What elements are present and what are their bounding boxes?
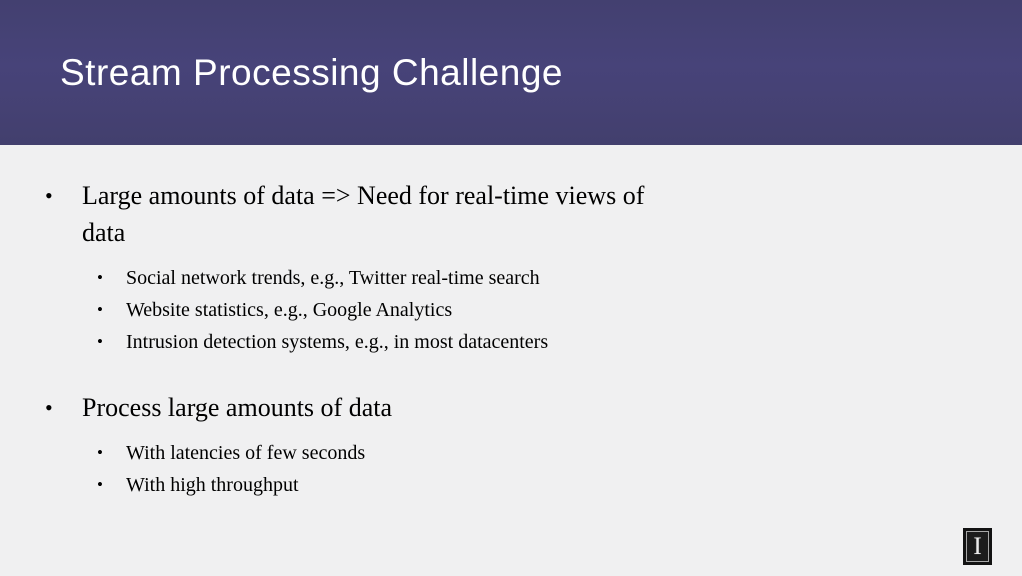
- sub-bullet-item: • Website statistics, e.g., Google Analy…: [0, 294, 1022, 326]
- sub-bullet-text: Website statistics, e.g., Google Analyti…: [126, 299, 453, 321]
- sub-bullet-text: Intrusion detection systems, e.g., in mo…: [126, 331, 549, 353]
- bullet-text: Large amounts of data => Need for real-t…: [82, 181, 645, 247]
- bullet-icon: •: [97, 475, 103, 494]
- bullet-icon: •: [45, 395, 53, 420]
- bullet-text: Process large amounts of data: [82, 393, 392, 422]
- sub-bullet-item: • Intrusion detection systems, e.g., in …: [0, 326, 1022, 358]
- sub-bullet-text: With latencies of few seconds: [126, 442, 366, 464]
- sub-bullet-list-2: • With latencies of few seconds • With h…: [0, 437, 1022, 501]
- sub-bullet-item: • With latencies of few seconds: [0, 437, 1022, 469]
- sub-bullet-item: • Social network trends, e.g., Twitter r…: [0, 262, 1022, 294]
- bullet-icon: •: [97, 332, 103, 351]
- slide-header: Stream Processing Challenge: [0, 0, 1022, 145]
- logo-letter-i: I: [973, 533, 982, 560]
- bullet-item-1: • Large amounts of data => Need for real…: [0, 177, 1022, 251]
- sub-bullet-item: • With high throughput: [0, 469, 1022, 501]
- slide-title: Stream Processing Challenge: [60, 52, 563, 93]
- bullet-icon: •: [97, 443, 103, 462]
- bullet-icon: •: [97, 300, 103, 319]
- sub-bullet-text: With high throughput: [126, 474, 299, 496]
- bullet-icon: •: [45, 183, 53, 208]
- slide-body: • Large amounts of data => Need for real…: [0, 145, 1022, 576]
- sub-bullet-text: Social network trends, e.g., Twitter rea…: [126, 267, 540, 289]
- university-of-illinois-logo: I: [963, 528, 992, 565]
- bullet-item-2: • Process large amounts of data: [0, 389, 1022, 426]
- sub-bullet-list-1: • Social network trends, e.g., Twitter r…: [0, 262, 1022, 358]
- bullet-icon: •: [97, 268, 103, 287]
